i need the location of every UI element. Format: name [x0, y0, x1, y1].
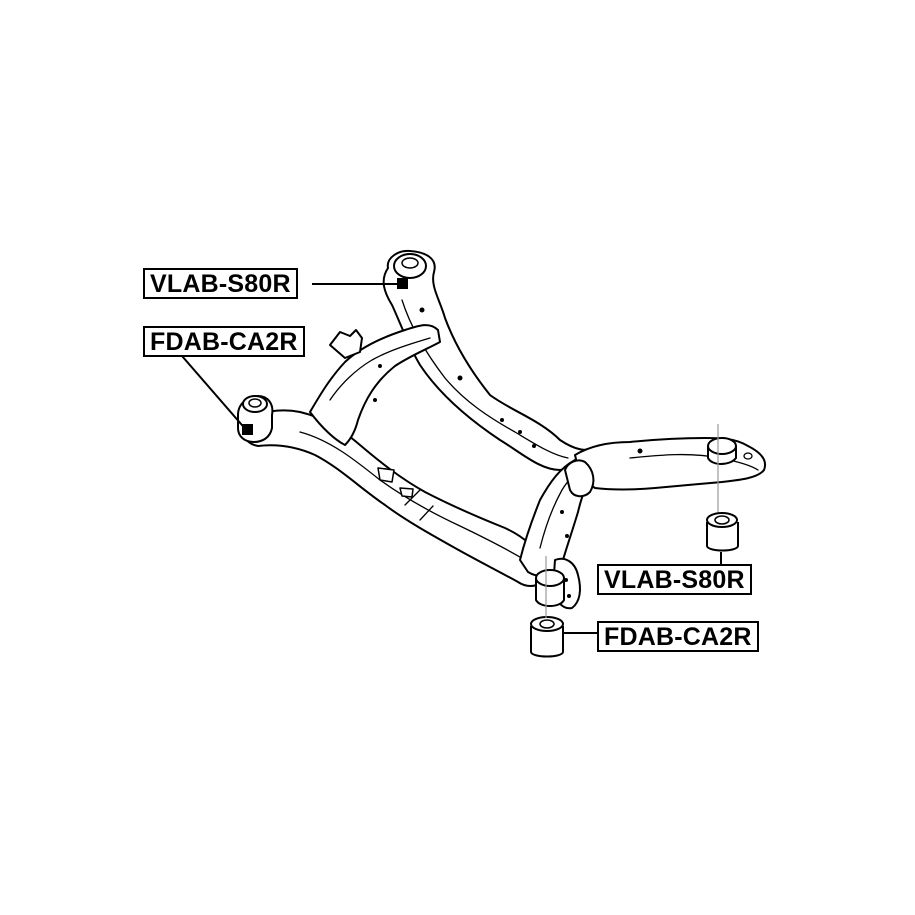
- left-bracket: [329, 329, 363, 359]
- part-label-vlab-s80r-top-left: VLAB-S80R: [143, 268, 298, 299]
- bushing-right-lower: [530, 616, 564, 658]
- leader-lines: [181, 278, 722, 634]
- bushing-right-upper: [706, 512, 739, 552]
- right-junction-bracket: [564, 459, 595, 498]
- rear-rail: [382, 249, 611, 471]
- left-side-member: [309, 324, 441, 446]
- part-label-vlab-s80r-right: VLAB-S80R: [597, 564, 752, 595]
- part-label-fdab-ca2r-right: FDAB-CA2R: [597, 621, 759, 652]
- assembly-axes: [545, 424, 719, 618]
- part-label-fdab-ca2r-mid-left: FDAB-CA2R: [143, 326, 305, 357]
